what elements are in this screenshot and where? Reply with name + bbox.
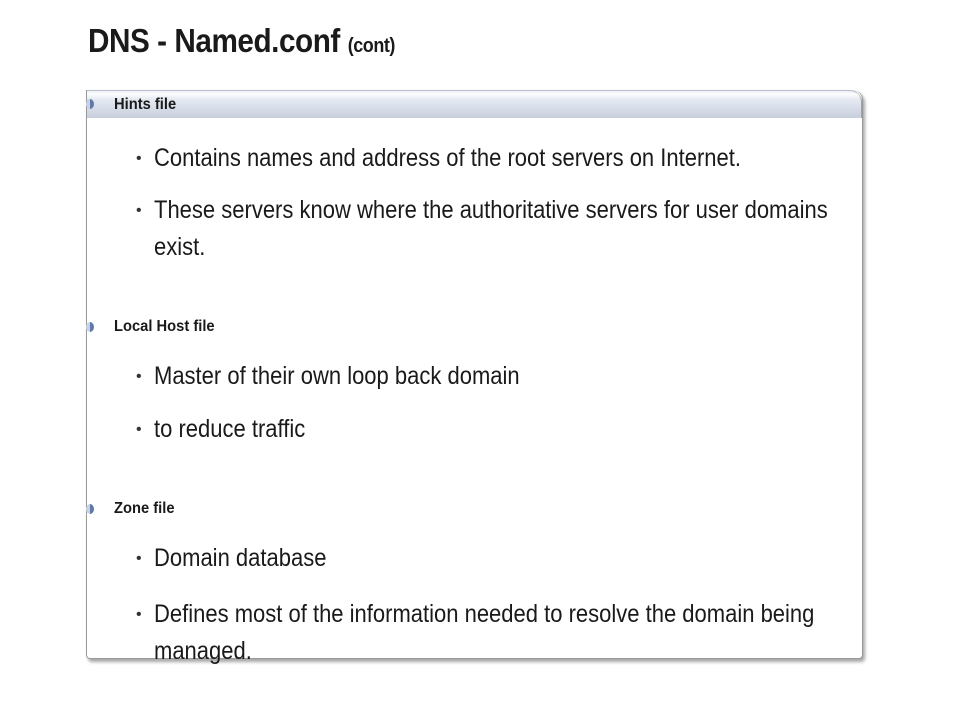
list-item-text: Defines most of the information needed t… — [154, 600, 815, 665]
content-panel — [86, 90, 863, 659]
round-dot-icon: • — [136, 202, 142, 219]
list-item: • Master of their own loop back domain — [136, 358, 936, 395]
section-label-zone-file: Zone file — [114, 500, 175, 517]
list-item-text: Master of their own loop back domain — [154, 362, 520, 390]
half-circle-bullet-icon — [86, 322, 94, 332]
list-item-text: Contains names and address of the root s… — [154, 144, 742, 172]
half-circle-bullet-icon — [86, 99, 94, 109]
list-item-text: Domain database — [154, 544, 327, 572]
list-item-text: to reduce traffic — [154, 415, 306, 443]
list-item: • Contains names and address of the root… — [136, 140, 936, 177]
panel-header-bar — [87, 90, 862, 118]
slide-title: DNS - Named.conf (cont) — [88, 22, 395, 60]
round-dot-icon: • — [136, 550, 142, 567]
half-circle-bullet-icon — [86, 504, 94, 514]
round-dot-icon: • — [136, 150, 142, 167]
panel-header-shine — [87, 93, 861, 99]
list-item: • Defines most of the information needed… — [136, 596, 936, 670]
section-label-hints-file: Hints file — [114, 96, 177, 113]
slide-title-suffix: (cont) — [347, 35, 396, 57]
slide-title-main: DNS - Named.conf — [88, 22, 340, 59]
list-item: • Domain database — [136, 540, 936, 577]
list-item: • to reduce traffic — [136, 411, 936, 448]
round-dot-icon: • — [136, 606, 142, 623]
round-dot-icon: • — [136, 421, 142, 438]
section-label-local-host-file: Local Host file — [114, 318, 215, 335]
list-item-text: These servers know where the authoritati… — [154, 196, 828, 261]
list-item: • These servers know where the authorita… — [136, 192, 936, 266]
round-dot-icon: • — [136, 368, 142, 385]
